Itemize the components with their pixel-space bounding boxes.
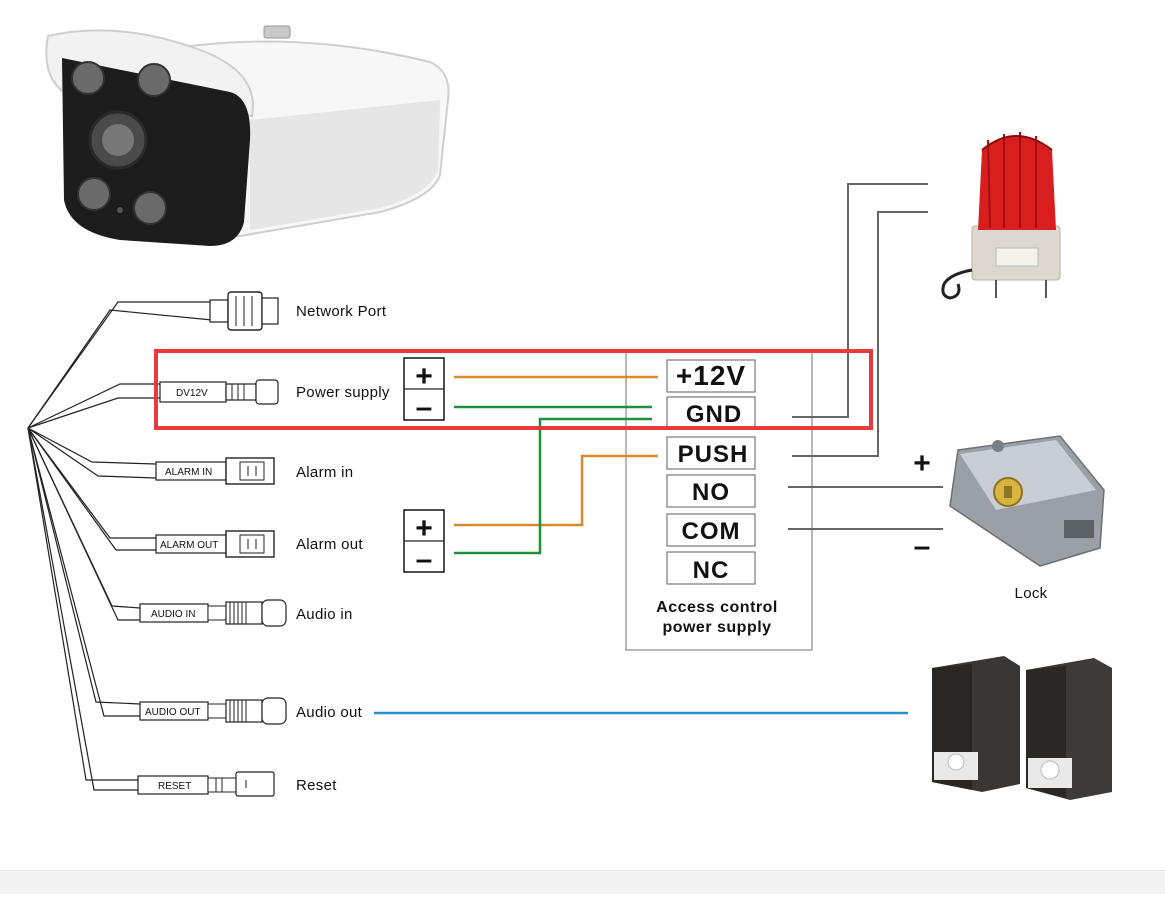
wire-alarm-negative	[454, 417, 652, 555]
audio-out-label: Audio out	[296, 704, 363, 721]
bottom-toolbar-strip	[0, 870, 1165, 894]
electric-lock-image	[949, 435, 1105, 567]
alarm-siren-image	[941, 132, 1061, 300]
terminal-gnd-label: GND	[686, 401, 742, 428]
audio-in-label: Audio in	[296, 606, 353, 623]
power-supply-label: Power supply	[296, 384, 390, 401]
access-control-caption-line2: power supply	[662, 619, 771, 636]
access-control-caption-line1: Access control	[656, 599, 778, 616]
terminal-nc: NC	[666, 551, 756, 585]
wire-gnd-to-siren	[792, 183, 928, 418]
network-port-connector	[209, 291, 279, 331]
audio-in-plug-label: AUDIO IN	[151, 609, 195, 620]
terminal-com-label: COM	[682, 518, 741, 545]
lock-plus-sign: +	[913, 447, 931, 480]
lock-label: Lock	[1015, 585, 1048, 602]
dv12v-plug-label: DV12V	[176, 388, 208, 399]
audio-in-plug	[139, 599, 287, 627]
wire-push-to-siren	[792, 211, 928, 457]
dv12v-plug	[159, 379, 279, 405]
power-plus-sign: +	[415, 360, 433, 393]
audio-out-plug-label: AUDIO OUT	[145, 707, 201, 718]
lock-minus-sign: –	[914, 530, 931, 563]
alarm-in-plug-label: ALARM IN	[165, 467, 212, 478]
alarm-in-plug	[155, 457, 275, 485]
reset-plug-label: RESET	[158, 781, 191, 792]
terminal-plus12v: +12V	[666, 359, 756, 393]
terminal-nc-label: NC	[693, 557, 730, 584]
terminal-gnd: GND	[666, 396, 756, 430]
alarm-in-label: Alarm in	[296, 464, 353, 481]
audio-out-plug	[139, 697, 287, 725]
alarm-polarity-box: + –	[403, 509, 445, 576]
terminal-no: NO	[666, 474, 756, 508]
wire-alarm-positive	[454, 454, 658, 527]
terminal-push: PUSH	[666, 436, 756, 470]
power-polarity-box: + –	[403, 357, 445, 424]
alarm-out-label: Alarm out	[296, 536, 363, 553]
alarm-plus-sign: +	[415, 512, 433, 545]
camera-cable-bundle	[27, 301, 224, 791]
terminal-no-label: NO	[692, 479, 730, 506]
alarm-minus-sign: –	[416, 543, 433, 576]
reset-label: Reset	[296, 777, 337, 794]
reset-plug	[137, 771, 275, 797]
alarm-out-plug	[155, 530, 275, 558]
power-connection-highlight	[154, 349, 873, 430]
alarm-out-plug-label: ALARM OUT	[160, 540, 218, 551]
power-minus-sign: –	[416, 391, 433, 424]
terminal-push-label: PUSH	[678, 441, 749, 468]
bullet-camera-image	[45, 25, 450, 246]
network-port-label: Network Port	[296, 303, 387, 320]
speakers-image	[932, 656, 1112, 800]
terminal-plus12v-label: +12V	[676, 360, 746, 391]
terminal-com: COM	[666, 513, 756, 547]
